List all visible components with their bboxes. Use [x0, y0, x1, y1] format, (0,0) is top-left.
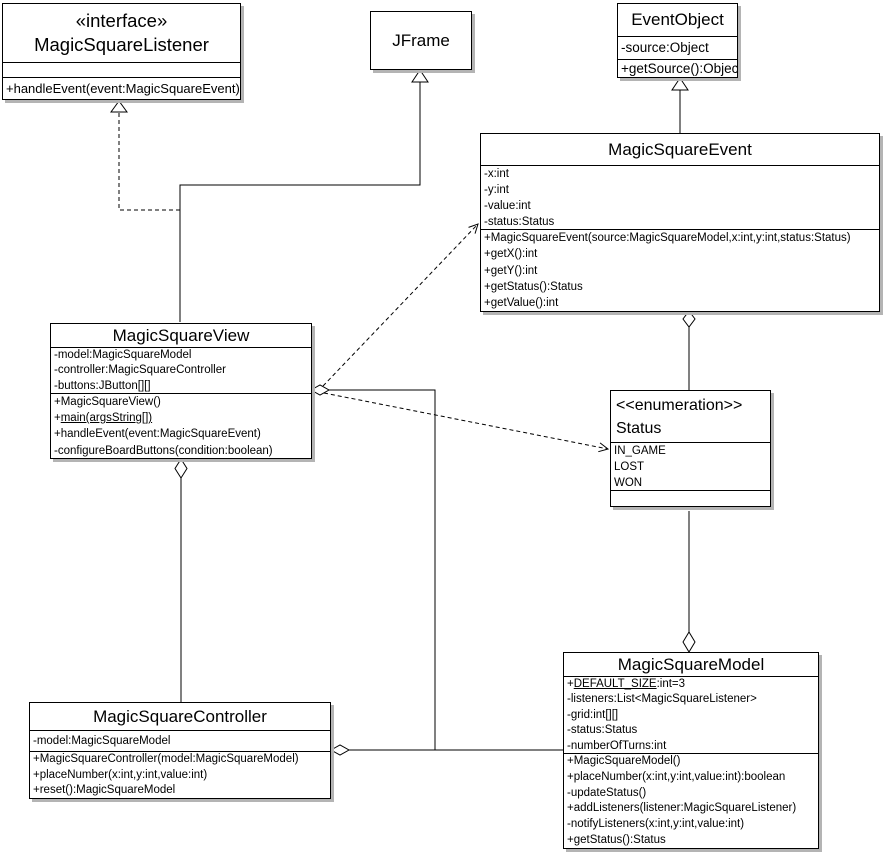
class-stereotype: «interface»: [75, 10, 168, 31]
attribute-row: -value:int: [484, 200, 531, 212]
attribute-row: -source:Object: [621, 40, 709, 55]
aggregation-hollow-diamond-icon: [309, 384, 331, 396]
attributes-compartment: -model:MagicSquareModel: [30, 730, 330, 751]
methods-compartment: [611, 490, 770, 506]
method-row: +placeNumber(x:int,y:int,value:int):bool…: [567, 770, 786, 783]
class-box-eventobject: EventObject -source:Object +getSource():…: [617, 3, 738, 78]
class-name: MagicSquareEvent: [608, 139, 752, 159]
method-row: +getSource():Object: [621, 61, 737, 76]
dependency-view-event-line: [322, 223, 479, 387]
aggregation-hollow-diamond-icon: [174, 458, 188, 479]
attribute-row: -grid:int[][]: [567, 708, 619, 721]
attribute-row: -buttons:JButton[][]: [54, 379, 151, 392]
methods-compartment: +MagicSquareController(model:MagicSquare…: [30, 751, 330, 798]
enum-literal-row: WON: [614, 477, 643, 489]
class-stereotype: <<enumeration>>: [616, 396, 743, 414]
method-row: +getStatus():Status: [567, 833, 666, 846]
attributes-compartment: -source:Object: [618, 36, 737, 59]
methods-compartment: +MagicSquareView() +main(argsString[]) +…: [51, 393, 311, 458]
method-row: +getValue():int: [484, 297, 559, 310]
dependency-view-status-line: [323, 392, 610, 453]
method-row: +MagicSquareController(model:MagicSquare…: [33, 753, 299, 765]
attribute-row: -status:Status: [567, 724, 638, 737]
method-row: +handleEvent(event:MagicSquareEvent): [6, 81, 240, 96]
method-row: -configureBoardButtons(condition:boolean…: [54, 444, 273, 457]
methods-compartment: +MagicSquareModel() +placeNumber(x:int,y…: [564, 753, 818, 848]
methods-compartment: +MagicSquareEvent(source:MagicSquareMode…: [481, 229, 879, 311]
class-name: MagicSquareListener: [34, 34, 209, 55]
generalization-hollow-triangle-icon: [671, 77, 689, 91]
method-row: +placeNumber(x:int,y:int,value:int): [33, 768, 208, 781]
method-row: +MagicSquareEvent(source:MagicSquareMode…: [484, 232, 851, 244]
realization-hollow-triangle-icon: [110, 100, 128, 113]
method-row: +getY():int: [484, 264, 538, 277]
class-name: Status: [616, 419, 662, 437]
class-box-magicsquaremodel: MagicSquareModel +DEFAULT_SIZE:int=3 -li…: [563, 652, 819, 849]
attribute-row: -x:int: [484, 168, 509, 180]
attribute-row: -controller:MagicSquareController: [54, 364, 226, 377]
literals-compartment: IN_GAME LOST WON: [611, 442, 770, 490]
attributes-compartment: -model:MagicSquareModel -controller:Magi…: [51, 347, 311, 393]
realization-view-listener-line: [118, 112, 180, 211]
class-name: JFrame: [392, 30, 450, 50]
method-row: -notifyListeners(x:int,y:int,value:int): [567, 818, 745, 831]
class-box-magicsquarelistener: «interface» MagicSquareListener +handleE…: [2, 3, 241, 100]
attribute-row: -listeners:List<MagicSquareListener>: [567, 693, 757, 706]
attributes-compartment: -x:int -y:int -value:int -status:Status: [481, 165, 879, 229]
method-row-static-main: +main(argsString[]): [54, 412, 153, 425]
aggregation-view-model-line: [329, 389, 563, 751]
generalization-view-jframe-line: [179, 82, 421, 322]
aggregation-hollow-diamond-icon: [682, 631, 696, 653]
attribute-row: -model:MagicSquareModel: [33, 735, 171, 747]
class-name: MagicSquareController: [93, 706, 267, 726]
method-row: +getStatus():Status: [484, 280, 583, 293]
attribute-row: -status:Status: [484, 216, 555, 228]
class-name: MagicSquareView: [112, 325, 250, 345]
generalization-hollow-triangle-icon: [411, 69, 429, 83]
methods-compartment: +handleEvent(event:MagicSquareEvent): [3, 77, 240, 99]
class-name: EventObject: [631, 10, 724, 29]
method-row: +getX():int: [484, 248, 538, 261]
method-row: +MagicSquareView(): [54, 396, 161, 408]
attribute-row-static-default-size: +DEFAULT_SIZE:int=3: [567, 678, 686, 690]
method-row: +handleEvent(event:MagicSquareEvent): [54, 428, 261, 441]
method-row: +addListeners(listener:MagicSquareListen…: [567, 802, 797, 815]
aggregation-hollow-diamond-icon: [682, 310, 696, 328]
attribute-row: -y:int: [484, 184, 509, 196]
attributes-compartment: [3, 62, 240, 77]
aggregation-hollow-diamond-icon: [329, 744, 351, 756]
class-box-status-enum: <<enumeration>> Status IN_GAME LOST WON: [610, 390, 771, 507]
method-row: -updateStatus(): [567, 786, 647, 799]
attribute-row: -numberOfTurns:int: [567, 739, 667, 752]
class-box-jframe: JFrame: [370, 11, 472, 70]
method-row: +reset():MagicSquareModel: [33, 784, 176, 797]
method-row: +MagicSquareModel(): [567, 755, 681, 767]
class-box-magicsquarecontroller: MagicSquareController -model:MagicSquare…: [29, 702, 331, 799]
enum-literal-row: IN_GAME: [614, 445, 666, 457]
class-box-magicsquareview: MagicSquareView -model:MagicSquareModel …: [50, 323, 312, 459]
class-box-magicsquareevent: MagicSquareEvent -x:int -y:int -value:in…: [480, 133, 880, 312]
enum-literal-row: LOST: [614, 461, 645, 473]
class-name: MagicSquareModel: [617, 654, 765, 674]
attributes-compartment: +DEFAULT_SIZE:int=3 -listeners:List<Magi…: [564, 676, 818, 753]
methods-compartment: +getSource():Object: [618, 59, 737, 77]
attribute-row: -model:MagicSquareModel: [54, 349, 192, 361]
